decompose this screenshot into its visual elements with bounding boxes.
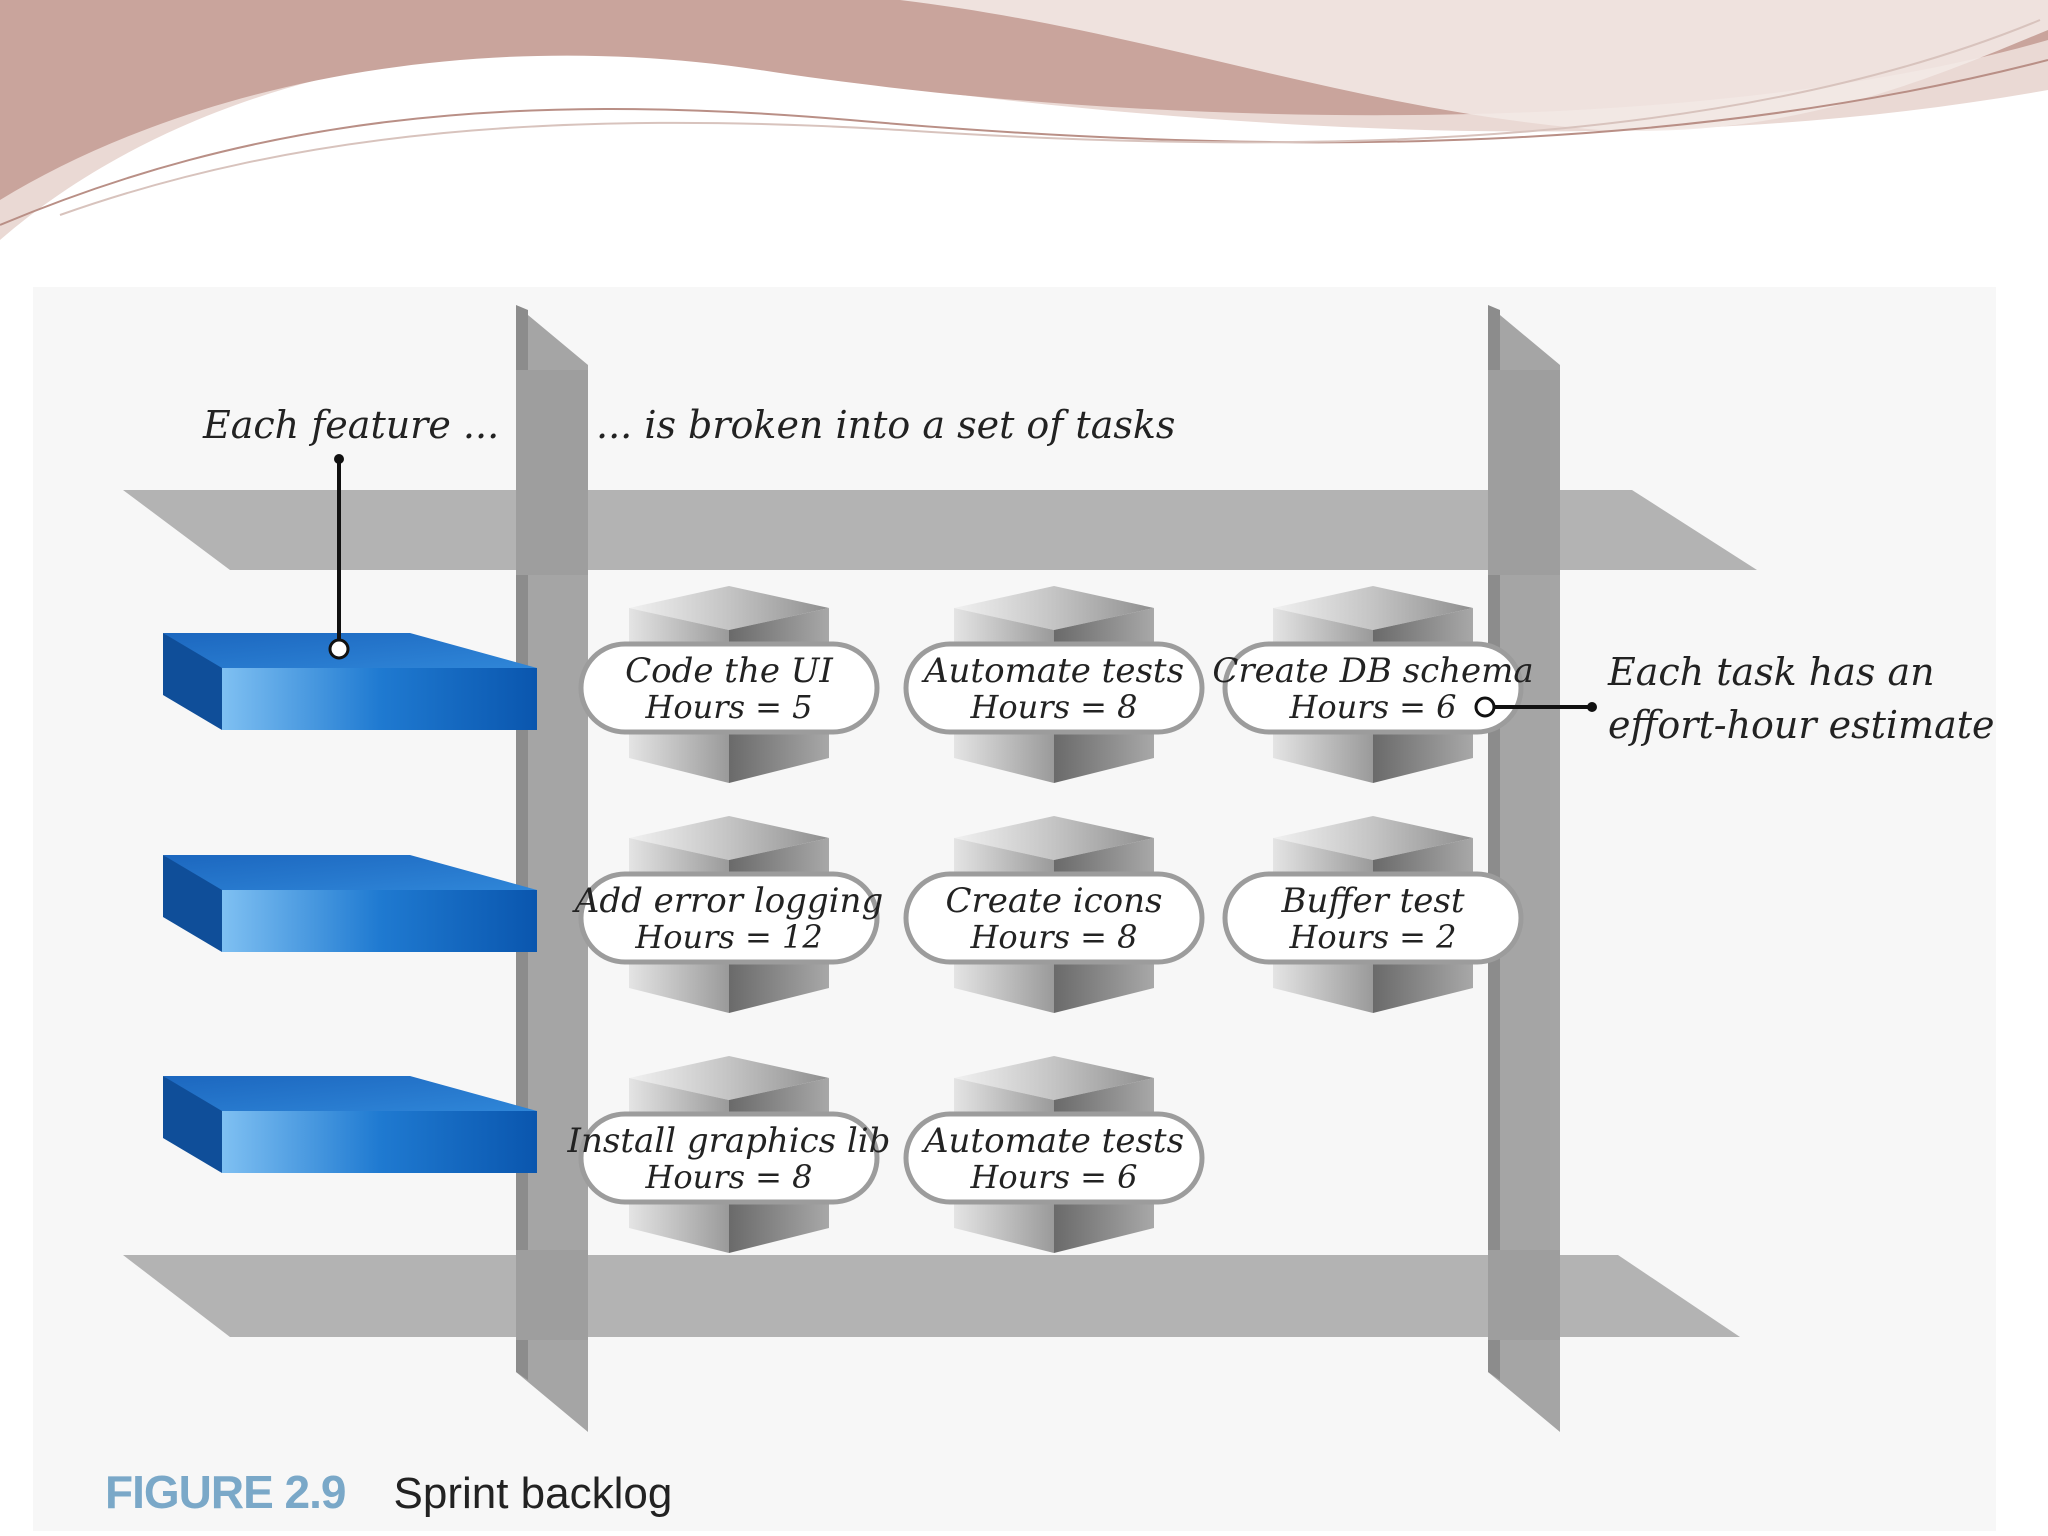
task-label-pill <box>578 871 880 965</box>
estimate-leader-line <box>1474 696 1597 718</box>
left-post-front-lower <box>516 1250 588 1340</box>
left-post-front <box>516 370 588 575</box>
feature-leader-line <box>328 454 350 660</box>
task-label-pill <box>903 641 1205 735</box>
task-name: Buffer test <box>1280 881 1464 921</box>
task-label-pill <box>578 1111 880 1205</box>
figure-caption: FIGURE 2.9 Sprint backlog <box>105 1465 672 1525</box>
estimate-callout-line2: effort-hour estimate <box>1608 703 1995 747</box>
right-post-front <box>1488 370 1560 575</box>
figure-number: FIGURE 2.9 <box>105 1466 347 1518</box>
feature-callout: Each feature ... <box>202 403 499 447</box>
feature-slabs <box>163 633 537 1173</box>
task-hours: Hours = 8 <box>969 688 1137 726</box>
task-label-pill <box>1222 641 1524 735</box>
task-label-pill <box>903 1111 1205 1205</box>
task-name: Install graphics lib <box>567 1121 891 1161</box>
task-hours: Hours = 8 <box>644 1158 812 1196</box>
feature-slab <box>163 855 537 952</box>
task-name: Automate tests <box>921 651 1184 691</box>
feature-slab <box>163 633 537 730</box>
backlog-frame <box>123 305 1757 1432</box>
right-post <box>1488 305 1560 1432</box>
figure-title: Sprint backlog <box>393 1469 673 1518</box>
task-label-pill <box>903 871 1205 965</box>
task-hours: Hours = 6 <box>969 1158 1137 1196</box>
feature-slab <box>163 1076 537 1173</box>
task-name: Code the UI <box>625 651 833 691</box>
task-name: Add error logging <box>572 881 883 921</box>
task-hours: Hours = 12 <box>634 918 822 956</box>
task-hours: Hours = 6 <box>1288 688 1456 726</box>
task-label-pill <box>578 641 880 735</box>
task-name: Automate tests <box>921 1121 1184 1161</box>
task-hours: Hours = 8 <box>969 918 1137 956</box>
task-hours: Hours = 5 <box>644 688 812 726</box>
estimate-callout-line1: Each task has an <box>1607 650 1935 694</box>
task-hours: Hours = 2 <box>1288 918 1456 956</box>
right-post-front-lower <box>1488 1250 1560 1340</box>
task-label-pill <box>1222 871 1524 965</box>
task-name: Create icons <box>946 881 1163 921</box>
tasks-callout: ... is broken into a set of tasks <box>596 403 1175 447</box>
task-name: Create DB schema <box>1212 651 1533 691</box>
header-decoration <box>0 0 2048 240</box>
